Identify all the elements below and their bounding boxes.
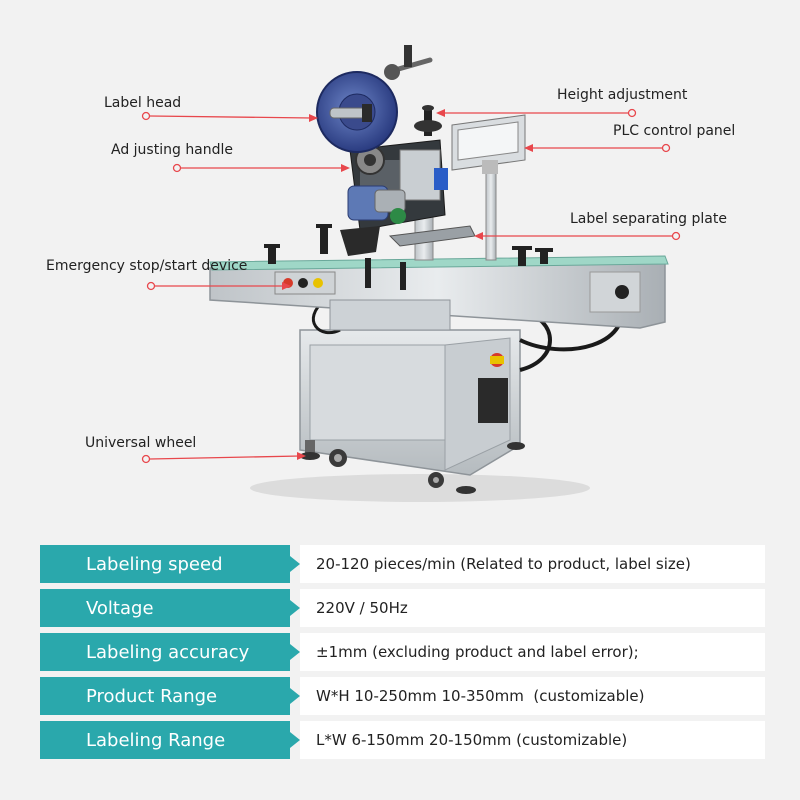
spec-value: L*W 6-150mm 20-150mm (customizable) — [300, 721, 765, 759]
plc-panel-callout: PLC control panel — [613, 123, 736, 139]
spec-value: 220V / 50Hz — [300, 589, 765, 627]
emergency-stop-callout: Emergency stop/start device — [46, 258, 248, 274]
spec-value: ±1mm (excluding product and label error)… — [300, 633, 765, 671]
separating-plate-callout: Label separating plate — [570, 211, 727, 227]
spec-arrow-icon — [290, 688, 300, 704]
spec-table: Labeling speed 20-120 pieces/min (Relate… — [40, 545, 765, 765]
spec-arrow-icon — [290, 732, 300, 748]
spec-label: Labeling accuracy — [40, 633, 290, 671]
universal-wheel-callout: Universal wheel — [85, 435, 197, 451]
labeling-machine-image — [209, 45, 669, 502]
spec-row: Product Range W*H 10-250mm 10-350mm (cus… — [40, 677, 765, 715]
spec-row: Labeling accuracy ±1mm (excluding produc… — [40, 633, 765, 671]
product-illustration: Label head Ad justing handle Emergency s… — [46, 45, 736, 502]
spec-arrow-icon — [290, 644, 300, 660]
spec-value: 20-120 pieces/min (Related to product, l… — [300, 545, 765, 583]
spec-row: Voltage 220V / 50Hz — [40, 589, 765, 627]
callout-lines — [141, 108, 681, 464]
spec-label: Voltage — [40, 589, 290, 627]
spec-label: Labeling Range — [40, 721, 290, 759]
spec-arrow-icon — [290, 600, 300, 616]
label-head-callout: Label head — [104, 95, 182, 111]
spec-row: Labeling speed 20-120 pieces/min (Relate… — [40, 545, 765, 583]
adjusting-handle-callout: Ad justing handle — [111, 142, 234, 158]
height-adjustment-callout: Height adjustment — [557, 87, 688, 103]
spec-label: Labeling speed — [40, 545, 290, 583]
spec-label: Product Range — [40, 677, 290, 715]
spec-arrow-icon — [290, 556, 300, 572]
spec-row: Labeling Range L*W 6-150mm 20-150mm (cus… — [40, 721, 765, 759]
spec-value: W*H 10-250mm 10-350mm (customizable) — [300, 677, 765, 715]
